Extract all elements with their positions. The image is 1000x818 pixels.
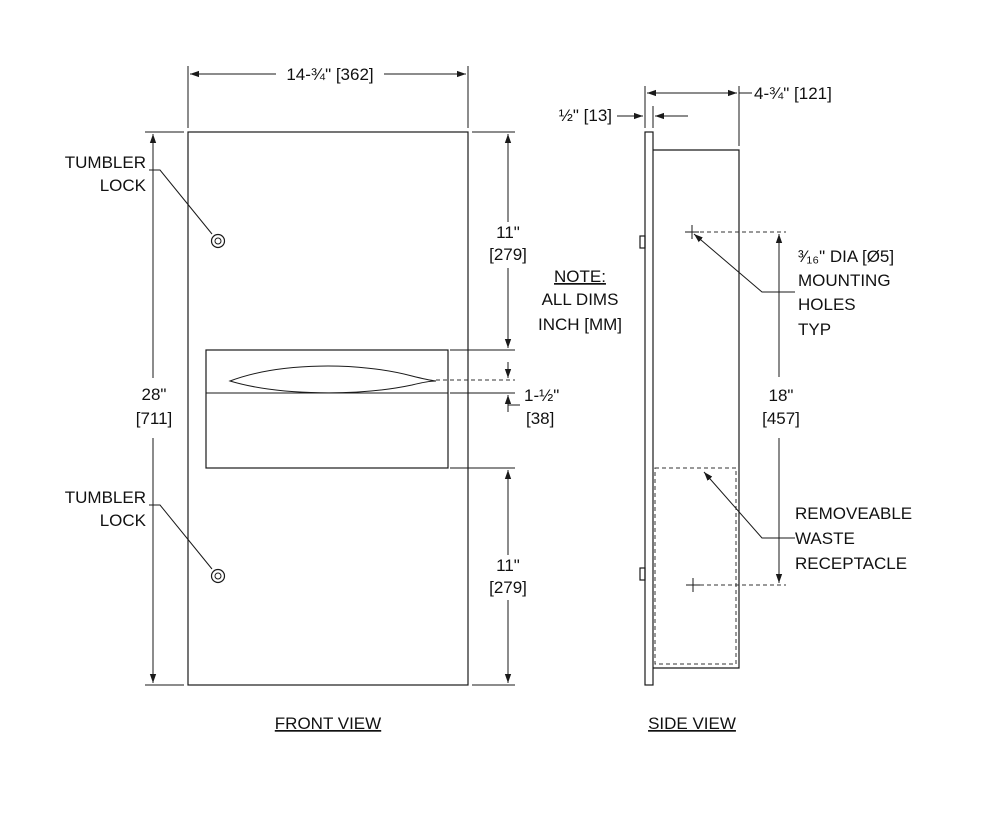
front-view-title: FRONT VIEW (275, 714, 381, 733)
receptacle-label-line2: WASTE (795, 529, 855, 548)
holes-label-line2: MOUNTING (798, 271, 891, 290)
note-heading: NOTE: (554, 267, 606, 286)
upper-lock-label-line1: TUMBLER (65, 153, 146, 172)
receptacle-label-line1: REMOVEABLE (795, 504, 912, 523)
upper-mounting-hole (685, 225, 699, 239)
holes-label-line1: ³⁄₁₆" DIA [Ø5] (798, 247, 894, 266)
holes-spacing-mm: [457] (762, 409, 800, 428)
dispenser-depth-inch: 1-½" (524, 386, 559, 405)
lower-knob (639, 567, 646, 581)
towel-slot (228, 365, 437, 394)
holes-spacing-dimension: 18" [457] (700, 231, 800, 586)
flange-label: ½" [13] (559, 106, 612, 125)
lower-offset-inch: 11" (496, 556, 520, 575)
side-body (653, 149, 740, 669)
side-view: 18" [457] ³⁄₁₆" DIA [Ø5] MOUNTING HOLES … (559, 84, 912, 733)
receptacle-callout: REMOVEABLE WASTE RECEPTACLE (703, 471, 912, 573)
lower-lock-icon (210, 568, 226, 584)
upper-lock-label-line2: LOCK (100, 176, 147, 195)
front-panel-outline (187, 131, 469, 686)
lower-lock-label-line1: TUMBLER (65, 488, 146, 507)
holes-spacing-inch: 18" (769, 386, 794, 405)
depth-label: 4-¾" [121] (754, 84, 832, 103)
side-view-title: SIDE VIEW (648, 714, 736, 733)
front-view: 14-¾" [362] 28" [711] TUMBLER LOCK TUMBL… (65, 65, 560, 733)
dispenser-depth-dimension: 1-½" [38] (436, 362, 559, 428)
lower-tumbler-lock: TUMBLER LOCK (65, 488, 226, 584)
upper-offset-dimension: 11" [279] (450, 131, 527, 351)
front-height-mm: [711] (136, 409, 173, 428)
front-height-inch: 28" (142, 385, 167, 404)
dimension-note: NOTE: ALL DIMS INCH [MM] (538, 267, 622, 334)
flange-dimension: ½" [13] (559, 106, 688, 128)
receptacle-label-line3: RECEPTACLE (795, 554, 907, 573)
upper-lock-icon (210, 233, 226, 249)
dispenser-frame (205, 349, 449, 469)
waste-receptacle-outline (654, 467, 737, 665)
lower-mounting-hole (686, 578, 700, 592)
upper-offset-mm: [279] (489, 245, 527, 264)
depth-dimension: 4-¾" [121] (644, 84, 832, 146)
dispenser-depth-mm: [38] (526, 409, 554, 428)
mounting-holes-callout: ³⁄₁₆" DIA [Ø5] MOUNTING HOLES TYP (693, 233, 894, 339)
holes-label-line4: TYP (798, 320, 831, 339)
towel-dispenser (205, 349, 449, 469)
holes-label-line3: HOLES (798, 295, 856, 314)
note-line1: ALL DIMS (542, 290, 619, 309)
upper-offset-inch: 11" (496, 223, 520, 242)
upper-tumbler-lock: TUMBLER LOCK (65, 153, 226, 249)
lower-offset-mm: [279] (489, 578, 527, 597)
front-width-dimension: 14-¾" [362] (187, 65, 469, 128)
lower-offset-dimension: 11" [279] (450, 467, 527, 686)
side-flange (644, 131, 654, 686)
front-width-label: 14-¾" [362] (286, 65, 373, 84)
lower-lock-label-line2: LOCK (100, 511, 147, 530)
note-line2: INCH [MM] (538, 315, 622, 334)
upper-knob (639, 235, 646, 249)
front-height-dimension: 28" [711] (136, 131, 184, 686)
